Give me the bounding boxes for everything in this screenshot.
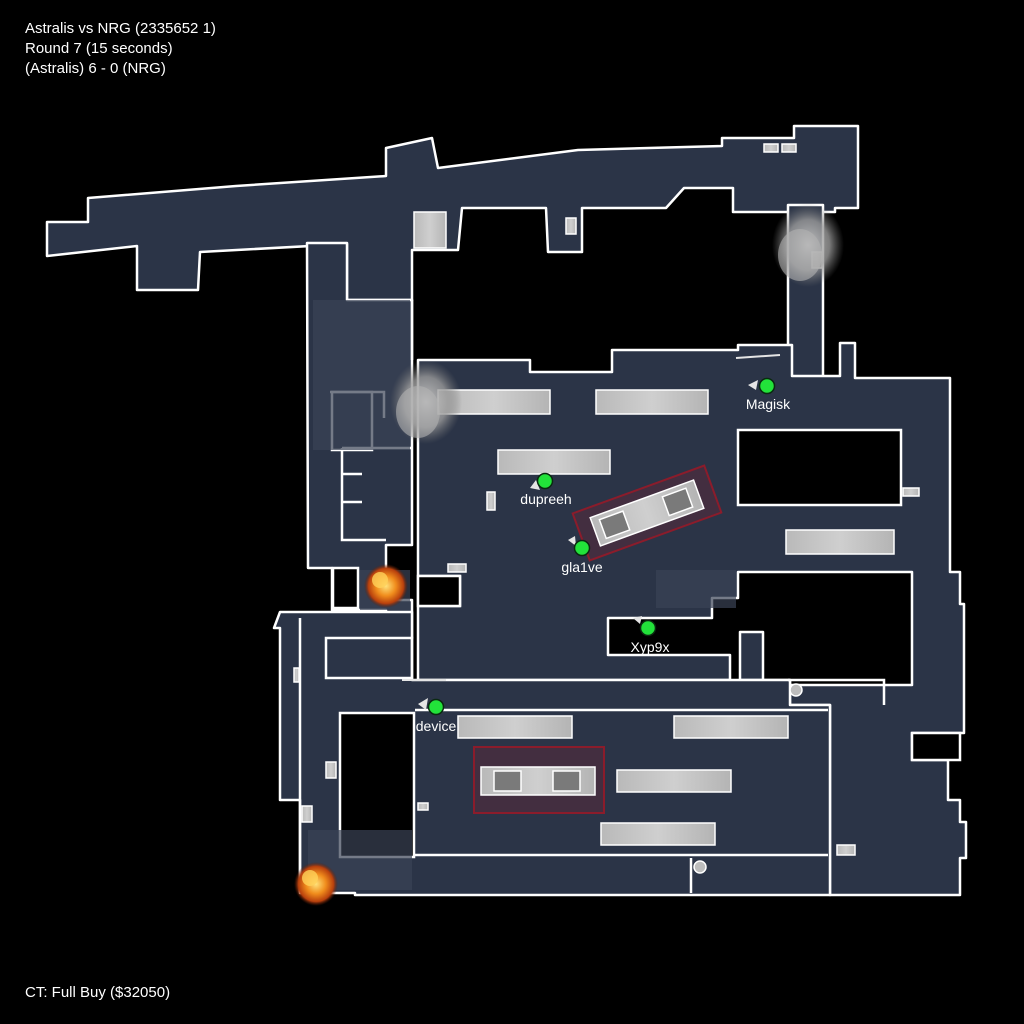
player-marker-xyp9x[interactable]: Xyp9x bbox=[631, 616, 670, 655]
map-pillars bbox=[693, 683, 803, 874]
player-name-label: Xyp9x bbox=[631, 639, 670, 655]
player-name-label: Magisk bbox=[746, 396, 791, 412]
players-layer: Magisk dupreeh gla1ve Xyp9x device bbox=[416, 377, 791, 734]
molotov-icon bbox=[294, 862, 338, 906]
economy-status: CT: Full Buy ($32050) bbox=[25, 984, 171, 1001]
dropped-weapon-icon bbox=[402, 354, 781, 681]
match-info: Astralis vs NRG (2335652 1) Round 7 (15 … bbox=[25, 19, 216, 79]
molotov-icon bbox=[364, 564, 408, 608]
player-name-label: dupreeh bbox=[520, 491, 571, 507]
player-marker-device[interactable]: device bbox=[416, 698, 457, 734]
round-info: Round 7 (15 seconds) bbox=[25, 40, 173, 57]
smoke-icon bbox=[772, 203, 844, 287]
bombsite-b bbox=[473, 746, 605, 814]
map-crates bbox=[293, 143, 920, 856]
score-line: (Astralis) 6 - 0 (NRG) bbox=[25, 60, 166, 77]
player-name-label: gla1ve bbox=[561, 559, 602, 575]
bombsite-a bbox=[571, 464, 723, 562]
smoke-icon bbox=[390, 360, 462, 444]
player-name-label: device bbox=[416, 718, 457, 734]
match-title: Astralis vs NRG (2335652 1) bbox=[25, 20, 216, 37]
player-marker-magisk[interactable]: Magisk bbox=[746, 377, 791, 413]
player-marker-gla1ve[interactable]: gla1ve bbox=[561, 536, 603, 575]
player-marker-dupreeh[interactable]: dupreeh bbox=[520, 472, 572, 508]
